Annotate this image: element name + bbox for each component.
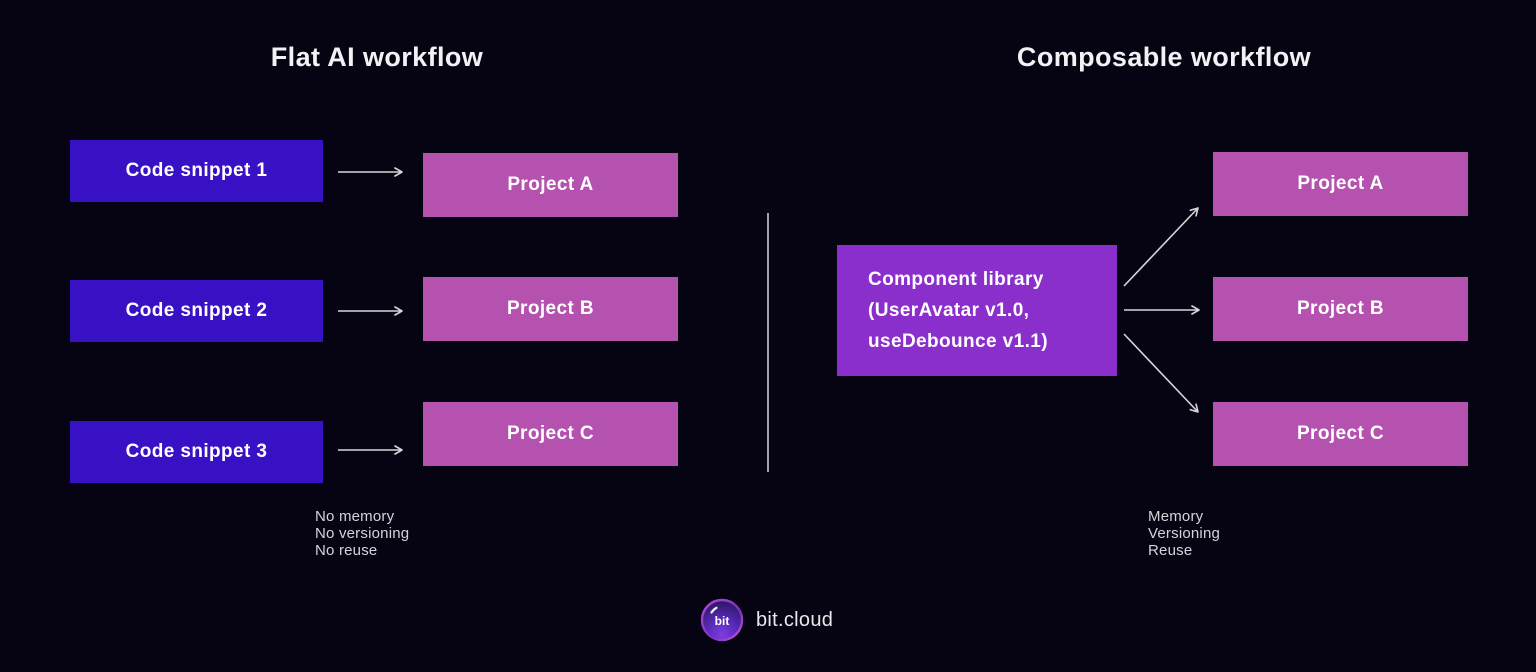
library-line-2: (UserAvatar v1.0, [868, 300, 1030, 321]
code-snippet-1-box: Code snippet 1 [70, 140, 323, 202]
bit-logo-text: bit [715, 614, 730, 628]
note-line: No reuse [315, 542, 378, 559]
note-line: No memory [315, 508, 395, 525]
project-b-box-right: Project B [1213, 277, 1468, 341]
flat-workflow-title: Flat AI workflow [270, 42, 484, 72]
project-c-box-left: Project C [423, 402, 678, 466]
code-snippet-2-box: Code snippet 2 [70, 280, 323, 342]
project-b-box-left: Project B [423, 277, 678, 341]
note-line: Memory [1148, 508, 1204, 525]
composable-workflow-notes: Memory Versioning Reuse [1148, 508, 1220, 559]
composable-workflow-title: Composable workflow [1016, 42, 1312, 72]
library-line-1: Component library [868, 269, 1044, 290]
note-line: Reuse [1148, 542, 1193, 559]
code-snippet-3-box: Code snippet 3 [70, 421, 323, 483]
flat-workflow-notes: No memory No versioning No reuse [315, 508, 409, 559]
component-library-box: Component library (UserAvatar v1.0, useD… [837, 245, 1117, 376]
bit-logo-icon: bit [700, 598, 744, 642]
library-line-3: useDebounce v1.1) [868, 331, 1048, 352]
brand-name: bit.cloud [756, 608, 834, 631]
note-line: Versioning [1148, 525, 1221, 542]
project-a-box-left: Project A [423, 153, 678, 217]
brand-footer: bit bit.cloud [700, 598, 833, 642]
flow-arrow-library-projectC [1123, 333, 1199, 413]
project-a-box-right: Project A [1213, 152, 1468, 216]
project-c-box-right: Project C [1213, 402, 1468, 466]
flow-arrow-library-projectA [1123, 207, 1199, 287]
note-line: No versioning [315, 525, 410, 542]
